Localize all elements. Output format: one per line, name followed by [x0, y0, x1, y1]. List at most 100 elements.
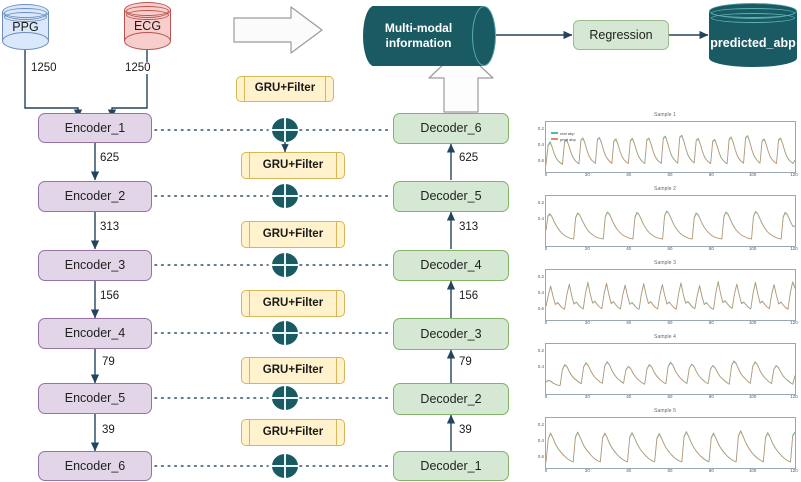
edge-label-enc-79: 79 — [101, 356, 116, 368]
plot-sample-5-xtick: 0 — [544, 468, 548, 473]
plot-sample-3-title: Sample 3 — [654, 260, 676, 266]
gru-filter-5[interactable]: GRU+Filter — [241, 357, 345, 384]
legend-label: real abp — [560, 130, 575, 136]
fusion-node-2-hline — [272, 195, 298, 197]
plot-sample-2-title: Sample 2 — [654, 186, 676, 192]
plot-sample-1-xtick: 100 — [748, 172, 757, 177]
plot-sample-1-xtick: 40 — [626, 172, 632, 177]
plot-sample-4-title: Sample 4 — [654, 334, 676, 340]
multimodal-cap-right — [472, 6, 496, 66]
gru-filter-4[interactable]: GRU+Filter — [241, 290, 345, 317]
plot-sample-3-xtick: 120 — [790, 320, 798, 325]
edge-ecg-to-encoder1 — [107, 50, 148, 119]
ppg-datastore[interactable]: PPG — [2, 4, 49, 50]
series-real-abp — [546, 280, 795, 310]
regression-label: Regression — [589, 27, 653, 42]
plot-sample-5-xtick: 100 — [748, 468, 757, 473]
fusion-node-5[interactable] — [272, 386, 298, 410]
edge-label-enc-156: 156 — [99, 290, 121, 302]
encoder-2-label: Encoder_2 — [64, 189, 126, 204]
fusion-node-4[interactable] — [272, 321, 298, 345]
plot-sample-5-axes — [545, 417, 796, 469]
decoder-4[interactable]: Decoder_4 — [393, 250, 509, 281]
ppg-label: PPG — [12, 19, 39, 34]
decoder-2[interactable]: Decoder_2 — [393, 383, 509, 415]
plot-sample-1-xtick: 20 — [584, 172, 590, 177]
gru-filter-6[interactable]: GRU+Filter — [241, 419, 345, 446]
ecg-rib-2 — [126, 10, 169, 20]
plot-sample-1-xtick: 60 — [667, 172, 673, 177]
ecg-datastore[interactable]: ECG — [124, 2, 171, 50]
series-real-abp — [546, 360, 795, 387]
plot-sample-4-xtick: 100 — [748, 394, 757, 399]
plot-sample-5-ytick: 0.4 — [537, 438, 544, 443]
plot-sample-1-ytick: 0.6 — [537, 158, 544, 163]
plot-sample-4-xtick: 0 — [544, 394, 548, 399]
plot-sample-1-xtick: 80 — [708, 172, 714, 177]
regression-block[interactable]: Regression — [573, 20, 669, 50]
plot-sample-5-xtick: 20 — [584, 468, 590, 473]
plot-sample-1-xtick: 120 — [790, 172, 798, 177]
encoder-5[interactable]: Encoder_5 — [38, 383, 152, 414]
plot-sample-2-canvas — [546, 210, 795, 240]
decoder-1[interactable]: Decoder_1 — [393, 451, 509, 481]
encoder-2[interactable]: Encoder_2 — [38, 181, 152, 212]
series-real-abp — [546, 430, 795, 463]
plot-sample-3-xtick: 60 — [667, 320, 673, 325]
plot-sample-5-xtick: 80 — [708, 468, 714, 473]
series-pred-abp — [546, 211, 795, 240]
edge-ppg-to-encoder1 — [24, 50, 83, 119]
decoder-3[interactable]: Decoder_3 — [393, 318, 509, 350]
decoder-5[interactable]: Decoder_5 — [393, 181, 509, 212]
fusion-node-6[interactable] — [272, 454, 298, 478]
plot-sample-4-ytick: 0.2 — [537, 348, 544, 353]
plot-sample-2-xtick: 0 — [544, 246, 548, 251]
series-real-abp — [546, 210, 795, 240]
predicted-abp-datastore[interactable]: predicted_abp — [709, 3, 797, 67]
ppg-rib-2 — [4, 12, 47, 22]
plot-sample-3-xtick: 100 — [748, 320, 757, 325]
fusion-node-2[interactable] — [272, 184, 298, 208]
fusion-node-6-hline — [272, 465, 298, 467]
edge-label-ecg-1250: 1250 — [124, 62, 152, 74]
plot-sample-3-ytick: 0.2 — [537, 274, 544, 279]
plot-sample-4-xtick: 80 — [708, 394, 714, 399]
plot-sample-2-xtick: 80 — [708, 246, 714, 251]
plot-sample-5-xtick: 60 — [667, 468, 673, 473]
plot-sample-4-xtick: 40 — [626, 394, 632, 399]
plot-sample-5-ytick: 0.2 — [537, 422, 544, 427]
ppg-cylinder-bottom — [2, 32, 49, 50]
edge-label-enc-313: 313 — [99, 221, 121, 233]
decoder-4-label: Decoder_4 — [420, 258, 482, 273]
decoder-6[interactable]: Decoder_6 — [393, 113, 509, 144]
ecg-label: ECG — [133, 18, 162, 33]
plot-sample-3-xtick: 0 — [544, 320, 548, 325]
encoder-4[interactable]: Encoder_4 — [38, 318, 152, 349]
multimodal-label: Multi-modal information — [367, 6, 470, 66]
encoder-6[interactable]: Encoder_6 — [38, 451, 152, 481]
fusion-node-3[interactable] — [272, 253, 298, 277]
gru-filter-2-label: GRU+Filter — [262, 158, 324, 171]
gru-filter-3[interactable]: GRU+Filter — [241, 221, 345, 248]
encoder-6-label: Encoder_6 — [64, 458, 126, 473]
plot-sample-5-xtick: 120 — [790, 468, 798, 473]
edge-label-dec-625: 625 — [458, 152, 480, 164]
legend-entry: pred abp — [551, 136, 576, 142]
encoder-1[interactable]: Encoder_1 — [38, 113, 152, 143]
encoder-3[interactable]: Encoder_3 — [38, 250, 152, 281]
gru-filter-1[interactable]: GRU+Filter — [236, 76, 334, 102]
fusion-node-1[interactable] — [272, 118, 298, 142]
gru-filter-2[interactable]: GRU+Filter — [241, 152, 345, 179]
plot-sample-5-ytick: 0.6 — [537, 454, 544, 459]
multimodal-information-store[interactable]: Multi-modal information — [363, 6, 496, 66]
gru-filter-1-label: GRU+Filter — [254, 82, 316, 95]
legend-swatch — [551, 138, 558, 140]
